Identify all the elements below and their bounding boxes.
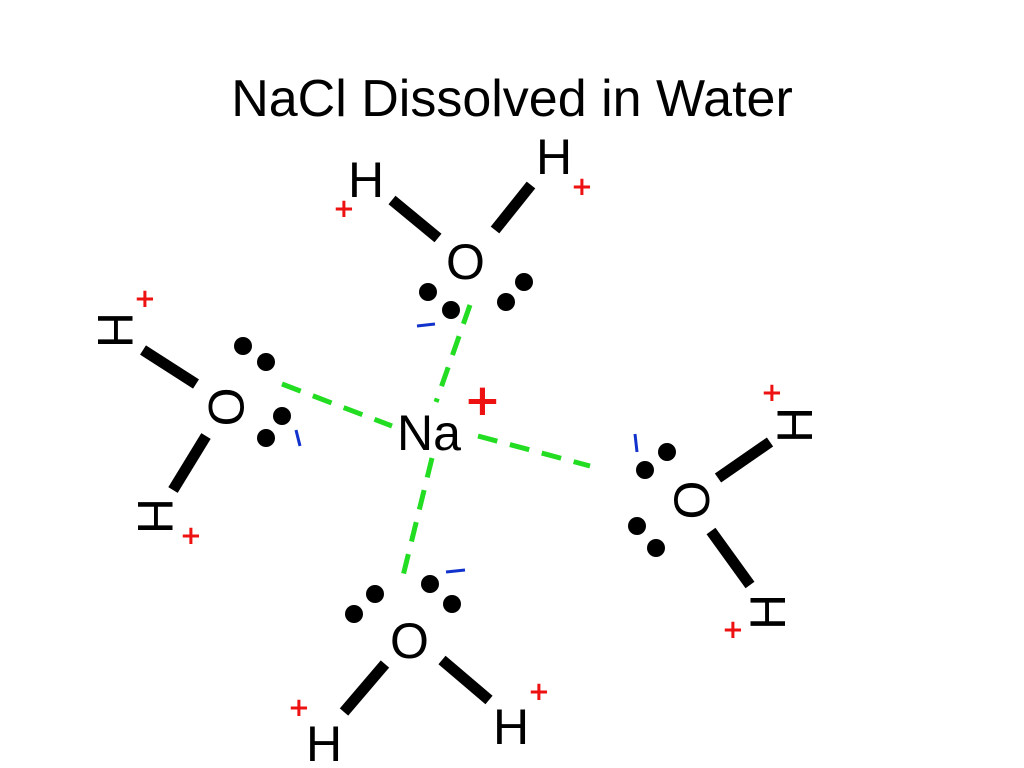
hydrogen-positive-charge: + — [761, 378, 783, 408]
electron-dot — [628, 517, 646, 535]
electron-dot — [421, 575, 439, 593]
lone-pair-electrons — [628, 443, 676, 557]
water-molecule-left: O H H + + — [87, 284, 302, 551]
oxygen-label: O — [390, 613, 429, 669]
hydrogen-positive-charge: + — [333, 194, 355, 224]
oxygen-negative-charge — [294, 429, 302, 447]
oxygen-negative-charge — [416, 322, 436, 328]
o-h-bond — [714, 437, 774, 483]
lone-pair-electrons — [419, 273, 533, 319]
electron-dot — [442, 301, 460, 319]
electron-dot — [273, 407, 291, 425]
o-h-bond — [140, 345, 199, 389]
electron-dot — [636, 461, 654, 479]
electron-dot — [366, 585, 384, 603]
sodium-label: Na — [397, 405, 461, 461]
o-h-bond — [706, 527, 755, 589]
sodium-positive-charge: + — [464, 375, 501, 426]
hydrogen-positive-charge: + — [571, 172, 593, 202]
hydrogen-label: H — [348, 152, 384, 208]
hydrogen-label: H — [493, 699, 529, 755]
electron-dot — [443, 595, 461, 613]
oxygen-label: O — [198, 388, 254, 427]
electron-dot — [234, 337, 252, 355]
hydrogen-label: H — [127, 498, 183, 534]
hydrogen-label: H — [87, 312, 143, 348]
oxygen-label: O — [664, 481, 720, 520]
hydrogen-positive-charge: + — [134, 284, 156, 314]
ion-dipole-bottom — [399, 457, 435, 581]
water-molecule-right: O H H + + — [628, 378, 823, 645]
hydrogen-label: H — [740, 594, 796, 630]
lone-pair-electrons — [234, 337, 291, 447]
hydrogen-positive-charge: + — [180, 521, 202, 551]
electron-dot — [497, 293, 515, 311]
sodium-ion: Na + — [397, 375, 501, 461]
hydrogen-positive-charge: + — [722, 615, 744, 645]
oxygen-negative-charge — [633, 433, 639, 453]
electron-dot — [257, 429, 275, 447]
electron-dot — [345, 605, 363, 623]
ion-dipole-right — [477, 433, 591, 469]
ion-dipole-top — [433, 304, 473, 403]
ion-dipole-left — [281, 381, 393, 429]
lone-pair-electrons — [345, 575, 461, 623]
o-h-bond — [339, 660, 390, 716]
hydrogen-positive-charge: + — [288, 693, 310, 723]
o-h-bond — [388, 195, 442, 243]
water-molecule-top: O H H + + — [333, 129, 593, 328]
o-h-bond — [490, 181, 536, 234]
water-molecule-bottom: O H H + + — [288, 568, 550, 768]
hydrogen-label: H — [536, 129, 572, 185]
electron-dot — [515, 273, 533, 291]
o-h-bond — [438, 655, 493, 705]
oxygen-label: O — [446, 234, 485, 290]
o-h-bond — [168, 433, 211, 493]
electron-dot — [419, 283, 437, 301]
page-title: NaCl Dissolved in Water — [231, 70, 793, 128]
hydrogen-positive-charge: + — [528, 677, 550, 707]
electron-dot — [257, 353, 275, 371]
electron-dot — [647, 539, 665, 557]
electron-dot — [658, 443, 676, 461]
hydrogen-label: H — [767, 407, 823, 443]
ion-dipole-attractions — [281, 304, 591, 581]
hydrogen-label: H — [306, 716, 342, 768]
oxygen-negative-charge — [445, 568, 466, 574]
